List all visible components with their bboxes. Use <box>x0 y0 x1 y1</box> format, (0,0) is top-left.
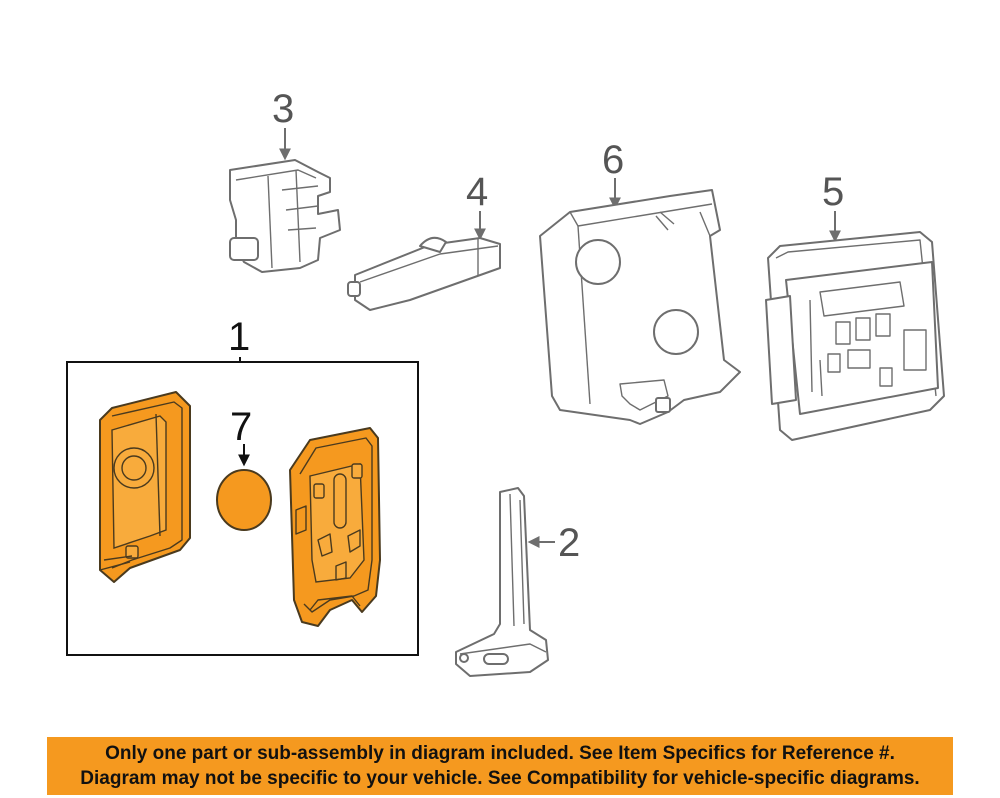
callout-1-label: 1 <box>228 315 250 359</box>
callout-7-label: 7 <box>230 405 252 449</box>
part-4-antenna: 4 <box>347 170 501 311</box>
notice-line-2: Diagram may not be specific to your vehi… <box>80 768 920 789</box>
part-3-sensor: 3 <box>229 87 341 273</box>
callout-6-label: 6 <box>602 138 624 182</box>
callout-5-label: 5 <box>822 170 844 214</box>
notice-line-1: Only one part or sub-assembly in diagram… <box>105 743 895 764</box>
assembly-box <box>66 361 419 656</box>
parts-diagram: 3 4 6 5 <box>66 87 945 677</box>
callout-4-label: 4 <box>466 170 488 214</box>
coin-battery: 7 <box>216 405 272 531</box>
callout-3-label: 3 <box>272 87 294 131</box>
part-5-receiver-module: 5 <box>765 170 945 441</box>
callout-2-label: 2 <box>558 521 580 565</box>
part-1-transmitter-assembly: 1 7 <box>66 315 419 656</box>
fob-front-half <box>99 391 191 583</box>
notice-banner: Only one part or sub-assembly in diagram… <box>47 737 953 795</box>
part-2-key-blade: 2 <box>455 487 580 677</box>
part-6-module-bracket: 6 <box>539 138 741 425</box>
fob-back-half <box>289 427 381 627</box>
